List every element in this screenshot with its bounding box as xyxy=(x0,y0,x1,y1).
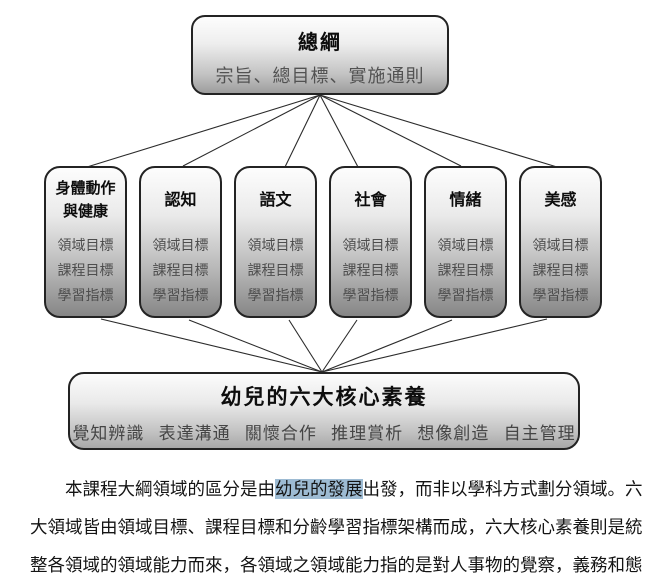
domain-item: 領域目標 xyxy=(57,239,114,254)
domain-item: 領域目標 xyxy=(437,239,494,254)
search-highlight: 幼兒的發展 xyxy=(275,479,363,499)
domain-item: 學習指標 xyxy=(342,289,399,304)
domain-item: 課程目標 xyxy=(57,264,114,279)
paragraph-line: 大領域皆由領域目標、課程目標和分齡學習指標架構而成，六大核心素養則是統 xyxy=(30,517,643,537)
paragraph-text: 本課程大綱領域的區分是由 xyxy=(65,479,275,499)
title-line: 與健康 xyxy=(62,204,108,220)
domain-item: 領域目標 xyxy=(342,239,399,254)
domain-box-items: 領域目標 課程目標 學習指標 xyxy=(438,234,494,309)
domain-item: 學習指標 xyxy=(532,289,589,304)
domain-box-emotion: 情緒 領域目標 課程目標 學習指標 xyxy=(424,166,507,318)
paragraph-line: 整各領域的領域能力而來，各領域之領域能力指的是對人事物的覺察，義務和態 xyxy=(30,555,643,575)
paragraph-text: 出發，而非以學科方式劃分領域。六 xyxy=(362,479,643,499)
domain-item: 領域目標 xyxy=(152,239,209,254)
general-outline-box: 總綱 宗旨、總目標、實施通則 xyxy=(191,15,449,95)
domain-item: 課程目標 xyxy=(437,264,494,279)
domain-item: 課程目標 xyxy=(532,264,589,279)
paragraph-line: 本課程大綱領域的區分是由幼兒的發展出發，而非以學科方式劃分領域。六 xyxy=(30,470,643,508)
domain-box-items: 領域目標 課程目標 學習指標 xyxy=(533,234,589,309)
domain-box-title: 身體動作 與健康 xyxy=(55,168,115,234)
domain-box-title: 社會 xyxy=(354,192,387,209)
domain-box-items: 領域目標 課程目標 學習指標 xyxy=(153,234,209,309)
domain-box-body-health: 身體動作 與健康 領域目標 課程目標 學習指標 xyxy=(44,166,127,318)
domain-box-language: 語文 領域目標 課程目標 學習指標 xyxy=(234,166,317,318)
core-competencies-title: 幼兒的六大核心素養 xyxy=(220,385,428,409)
domain-item: 課程目標 xyxy=(247,264,304,279)
domain-box-title: 語文 xyxy=(259,192,292,209)
domain-item: 學習指標 xyxy=(247,289,304,304)
title-line: 身體動作 xyxy=(55,181,116,197)
domain-box-items: 領域目標 課程目標 學習指標 xyxy=(248,234,304,309)
domain-box-items: 領域目標 課程目標 學習指標 xyxy=(343,234,399,309)
domain-item: 領域目標 xyxy=(532,239,589,254)
general-outline-title: 總綱 xyxy=(298,32,342,54)
core-competencies-subtitle: 覺知辨識 表達溝通 關懷合作 推理賞析 想像創造 自主管理 xyxy=(72,424,576,443)
domain-item: 領域目標 xyxy=(247,239,304,254)
body-paragraph: 本課程大綱領域的區分是由幼兒的發展出發，而非以學科方式劃分領域。六 大領域皆由領… xyxy=(30,470,643,579)
domain-box-title: 美感 xyxy=(544,192,577,209)
domain-item: 課程目標 xyxy=(152,264,209,279)
domain-box-aesthetics: 美感 領域目標 課程目標 學習指標 xyxy=(519,166,602,318)
domain-box-row: 身體動作 與健康 領域目標 課程目標 學習指標 認知 領域目標 課程目標 學習指… xyxy=(44,166,602,318)
domain-box-cognition: 認知 領域目標 課程目標 學習指標 xyxy=(139,166,222,318)
domain-box-title: 情緒 xyxy=(449,192,482,209)
general-outline-subtitle: 宗旨、總目標、實施通則 xyxy=(215,66,425,86)
domain-item: 學習指標 xyxy=(437,289,494,304)
domain-item: 課程目標 xyxy=(342,264,399,279)
domain-box-society: 社會 領域目標 課程目標 學習指標 xyxy=(329,166,412,318)
core-competencies-box: 幼兒的六大核心素養 覺知辨識 表達溝通 關懷合作 推理賞析 想像創造 自主管理 xyxy=(68,372,580,450)
domain-item: 學習指標 xyxy=(57,289,114,304)
domain-box-items: 領域目標 課程目標 學習指標 xyxy=(58,234,114,309)
domain-item: 學習指標 xyxy=(152,289,209,304)
domain-box-title: 認知 xyxy=(164,192,197,209)
